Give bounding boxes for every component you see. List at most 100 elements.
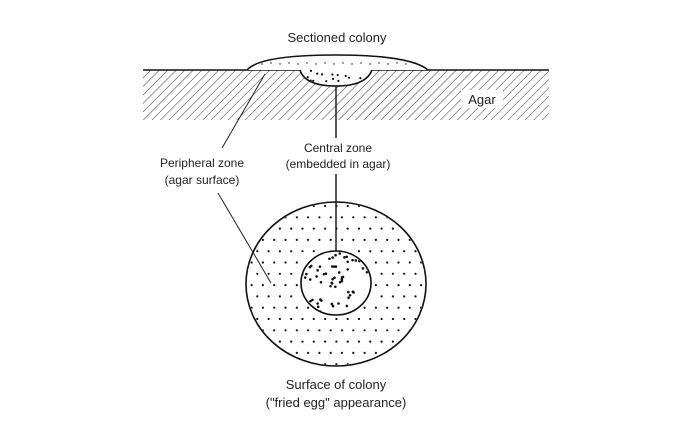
dot [408,351,411,354]
dot [340,351,344,354]
dot [347,290,350,294]
dot [335,227,338,230]
dot [352,216,355,219]
dot [363,304,367,307]
dot [338,252,342,255]
dot [346,340,349,343]
dot [414,250,417,253]
dot [346,268,349,271]
peripheral-leader-top [221,73,266,149]
dot [336,73,339,77]
dot [303,276,307,279]
dot [278,204,281,208]
dot [363,238,366,241]
dot [378,62,380,64]
dot [315,63,317,65]
colony-surface [245,201,427,367]
peripheral-leader-bottom [217,192,272,284]
dot [351,258,354,262]
dot [351,63,353,65]
dot [256,340,259,343]
dot [351,290,355,293]
dot [302,260,305,263]
dot [284,238,287,241]
dot [374,261,377,264]
dot [387,63,389,65]
dot [273,351,276,354]
dot [273,329,276,332]
dot [301,340,304,343]
dot [397,238,400,241]
dot [414,340,417,343]
dot [348,293,352,297]
dot [337,302,340,305]
dot [380,227,383,230]
dot [295,216,298,219]
dot [267,363,270,365]
dot [403,204,406,208]
dot [403,340,406,343]
dot [256,295,259,298]
dot [247,227,248,230]
dot [312,250,315,253]
dot [318,265,322,268]
dot [309,79,312,82]
dot [335,340,338,343]
dot [329,351,332,354]
dot [261,261,264,264]
dot [278,227,281,230]
dot [346,227,349,230]
dot [405,63,407,65]
dot [420,216,423,219]
dot [369,363,372,365]
dot [374,351,377,354]
dot [386,238,389,241]
dot [311,298,314,302]
dot [284,261,287,264]
dot [307,329,310,332]
agar-label: Agar [468,92,496,107]
dot [335,317,338,321]
dot [337,79,340,82]
dot [318,238,321,241]
dot [278,272,281,275]
dot [408,261,411,264]
dot [295,351,298,354]
dot [318,216,321,219]
dot [295,284,298,287]
dot [290,250,293,253]
dot [360,62,362,64]
dot [403,272,406,275]
dot [403,250,406,253]
dot [347,76,351,79]
dot [374,329,377,332]
dot [267,250,270,253]
dot [290,204,293,208]
peripheral-zone-sublabel: (agar surface) [165,173,240,187]
dot [278,317,281,321]
dot [273,306,276,309]
dot [374,216,377,219]
central-zone-label: Central zone [304,141,372,155]
dot [408,306,411,309]
dot [331,73,334,76]
dot [250,284,253,287]
dot [290,295,293,298]
dot [247,340,248,343]
peripheral-zone-label: Peripheral zone [160,156,244,170]
dot [352,351,355,354]
dot [363,329,366,332]
dot [307,351,310,354]
dot [391,340,394,343]
dot [420,238,423,241]
dot [391,204,394,208]
dot [324,317,327,321]
dot [391,317,394,321]
dot [334,253,337,257]
dot [256,317,259,321]
dot [247,317,248,321]
dot [369,317,372,321]
dot [380,295,383,298]
dot [380,363,383,365]
dot [374,238,377,241]
